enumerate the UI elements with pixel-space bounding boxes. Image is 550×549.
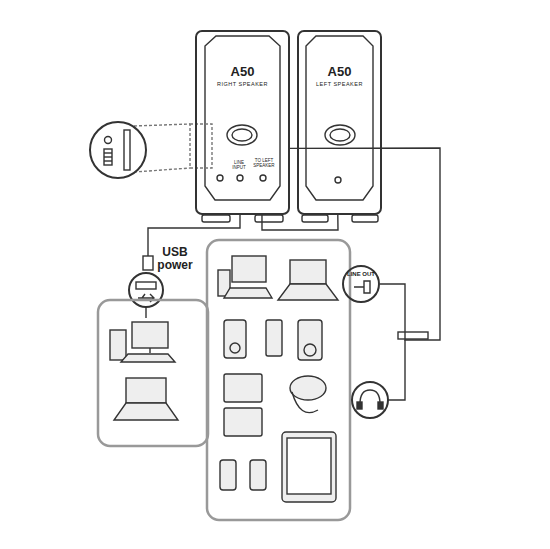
- pc-tower: [110, 330, 126, 360]
- inset-strip: [124, 130, 130, 170]
- group-box: [207, 240, 350, 520]
- speaker-port: [232, 129, 252, 141]
- smartphone: [220, 460, 236, 490]
- laptop-base: [114, 403, 178, 420]
- speaker-foot: [202, 215, 230, 222]
- laptop-base: [278, 284, 338, 300]
- smartphone: [250, 460, 266, 490]
- speaker-foot: [255, 215, 283, 222]
- media-player: [224, 320, 246, 358]
- headphone-icon: [360, 390, 380, 404]
- jack: [237, 175, 243, 181]
- monitor: [232, 256, 266, 282]
- inset-circle: [90, 122, 146, 178]
- headphone-circle: [352, 382, 388, 418]
- usb-cable: [148, 215, 240, 256]
- headphone-icon: [357, 402, 362, 409]
- jack-label: TO LEFT SPEAKER: [251, 159, 277, 169]
- speaker-port: [330, 129, 350, 141]
- inset-frame: [190, 124, 212, 168]
- inset-jack: [105, 137, 112, 144]
- earphone-cord: [292, 392, 318, 413]
- inset-dial-line: [104, 156, 112, 157]
- keyboard: [224, 288, 272, 298]
- cd-player: [290, 376, 326, 400]
- tablet: [282, 432, 336, 502]
- circle-outline: [342, 265, 380, 303]
- group-box: [98, 300, 208, 446]
- model-name: A50: [231, 64, 255, 81]
- audio-cable: [388, 340, 405, 400]
- jack: [335, 177, 341, 183]
- cable-label: USB power: [152, 246, 198, 272]
- audio-cable: [262, 215, 338, 230]
- audio-plug: [398, 332, 428, 339]
- speaker-box: A50LEFT SPEAKER: [297, 30, 382, 215]
- mobile-phone: [266, 320, 282, 356]
- jack-label: LINE INPUT: [229, 161, 249, 171]
- jack: [217, 175, 223, 181]
- speaker-port: [325, 125, 355, 145]
- jack: [260, 175, 266, 181]
- plug-icon: [354, 281, 370, 293]
- laptop-screen: [290, 260, 326, 284]
- tablet-screen: [287, 438, 331, 494]
- portable-device: [224, 408, 262, 436]
- inset-dial: [104, 149, 112, 165]
- speaker-foot: [302, 215, 328, 222]
- portable-device: [224, 374, 262, 402]
- speaker-panel: [306, 36, 373, 200]
- circle-outline: [343, 266, 379, 302]
- usb-port-circle: [129, 273, 163, 307]
- monitor-stand: [149, 348, 150, 353]
- audio-cable: [290, 148, 440, 340]
- port-label: LINE OUT: [347, 271, 375, 279]
- inset-dial-line: [104, 152, 112, 153]
- usb-plug: [143, 256, 153, 270]
- speaker-port: [227, 125, 257, 145]
- inset-leader: [134, 168, 190, 172]
- media-player: [298, 320, 322, 360]
- monitor: [132, 322, 168, 348]
- line-out-circle: LINE OUT: [342, 265, 380, 303]
- model-name: A50: [328, 64, 352, 81]
- usb-cable: [145, 307, 146, 318]
- speaker-label: LEFT SPEAKER: [316, 81, 363, 88]
- speaker-box: A50RIGHT SPEAKER: [195, 30, 290, 215]
- speaker-foot: [352, 215, 378, 222]
- headphone-icon: [378, 402, 383, 409]
- player-wheel: [230, 343, 240, 353]
- speaker-panel: [205, 36, 280, 200]
- inset-leader: [134, 124, 190, 126]
- illustration-group: [90, 36, 428, 520]
- keyboard: [121, 354, 175, 362]
- usb-port: [136, 282, 156, 289]
- player-wheel: [304, 344, 316, 356]
- laptop-screen: [126, 378, 166, 403]
- inset-dial-line: [104, 160, 112, 161]
- speaker-label: RIGHT SPEAKER: [217, 81, 268, 88]
